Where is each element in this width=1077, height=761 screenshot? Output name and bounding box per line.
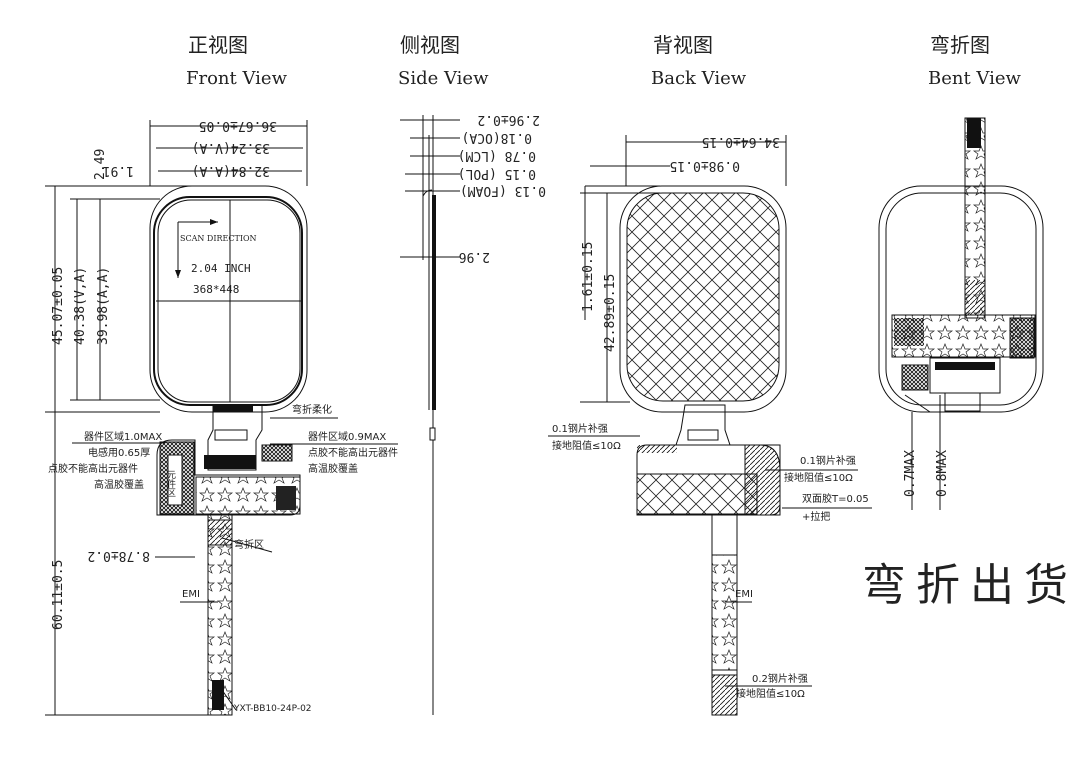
- emi-label-back: EMI: [735, 589, 753, 600]
- note-back-stiffener-tail-2: 接地阻值≤10Ω: [736, 687, 805, 700]
- note-bend-soften: 弯折柔化: [292, 403, 332, 416]
- note-left-line1: 器件区域1.0MAX: [84, 430, 162, 443]
- note-back-stiffener-left-1: 0.1钢片补强: [552, 422, 608, 435]
- emi-label-front: EMI: [182, 589, 200, 600]
- dim-bent-b: 0.8MAX: [935, 450, 950, 497]
- dim-height-outer: 45.07±0.05: [51, 267, 66, 345]
- dim-top-gap: 2.49: [93, 149, 108, 180]
- note-tape-2: +拉把: [802, 510, 830, 523]
- bent-view: 0.7MAX 0.8MAX 弯折出货: [862, 117, 1077, 611]
- note-back-stiffener-right-2: 接地阻值≤10Ω: [784, 471, 853, 484]
- dim-pol: 0.15 (POL): [458, 166, 536, 181]
- dim-oca: 0.18(OCA): [462, 130, 532, 145]
- dim-width-outer: 36.67±0.05: [199, 118, 277, 133]
- display-size: 2.04 INCH: [191, 262, 251, 275]
- dim-side-thickness: 2.96: [459, 249, 490, 264]
- dim-height-va: 40.38(V,A): [73, 267, 88, 345]
- side-title-cn: 侧视图: [400, 33, 460, 57]
- note-back-stiffener-right-1: 0.1钢片补强: [800, 454, 856, 467]
- shipping-note: 弯折出货: [862, 560, 1077, 611]
- dim-back-height: 42.89±0.15: [603, 274, 618, 352]
- bent-title-cn: 弯折图: [930, 33, 990, 57]
- note-left-line2: 电感用0.65厚: [88, 446, 150, 459]
- dim-width-aa: 32.84(A.A): [192, 163, 270, 178]
- display-resolution: 368*448: [193, 283, 239, 296]
- bend-area-label: 弯折区: [234, 538, 264, 551]
- dim-total-length: 60.11±0.5: [51, 560, 66, 630]
- dim-side-total: 2.96±0.2: [477, 112, 540, 127]
- front-view-title: 正视图 Front View: [186, 33, 288, 89]
- dim-foam: 0.13 (FOAM): [460, 183, 546, 198]
- scan-direction-label: SCAN DIRECTION: [180, 234, 257, 243]
- dim-width-va: 33.24(V.A): [192, 140, 270, 155]
- front-view: SCAN DIRECTION 2.04 INCH 368*448 36.67±0…: [45, 118, 398, 716]
- note-right-line2: 点胶不能高出元器件: [308, 446, 398, 459]
- dim-lcm: 0.78 (LCM): [458, 148, 536, 163]
- back-view: 34.64±0.15 0.98±0.15 1.61±0.15 42.89±0.1…: [548, 134, 872, 716]
- note-left-line4: 高温胶覆盖: [94, 478, 144, 491]
- side-title-en: Side View: [398, 68, 489, 89]
- dim-fpc-offset: 8.78±0.2: [87, 548, 150, 563]
- bent-view-title: 弯折图 Bent View: [928, 33, 1022, 89]
- back-view-title: 背视图 Back View: [651, 33, 747, 89]
- bent-title-en: Bent View: [928, 68, 1022, 89]
- side-view-title: 侧视图 Side View: [398, 33, 489, 89]
- note-back-stiffener-tail-1: 0.2钢片补强: [752, 672, 808, 685]
- note-right-line1: 器件区域0.9MAX: [308, 430, 386, 443]
- note-right-line3: 高温胶覆盖: [308, 462, 358, 475]
- dim-left-gap: 1.91: [103, 163, 134, 178]
- connector-part-number: YXT-BB10-24P-02: [233, 704, 312, 714]
- dim-height-aa: 39.98(A,A): [96, 267, 111, 345]
- dim-back-width: 34.64±0.15: [702, 134, 780, 149]
- dim-bent-a: 0.7MAX: [903, 450, 918, 497]
- note-back-stiffener-left-2: 接地阻值≤10Ω: [552, 439, 621, 452]
- front-title-cn: 正视图: [188, 33, 248, 57]
- note-tape-1: 双面胶T=0.05: [802, 492, 869, 505]
- note-left-line3: 点胶不能高出元器件: [48, 462, 138, 475]
- dim-back-top: 1.61±0.15: [581, 242, 596, 312]
- front-title-en: Front View: [186, 68, 288, 89]
- dim-back-edge: 0.98±0.15: [670, 158, 740, 173]
- back-title-en: Back View: [651, 68, 747, 89]
- side-view: 2.96±0.2 0.18(OCA) 0.78 (LCM) 0.15 (POL)…: [400, 112, 546, 715]
- component-area-label: 元件区: [165, 470, 176, 497]
- back-title-cn: 背视图: [653, 33, 713, 57]
